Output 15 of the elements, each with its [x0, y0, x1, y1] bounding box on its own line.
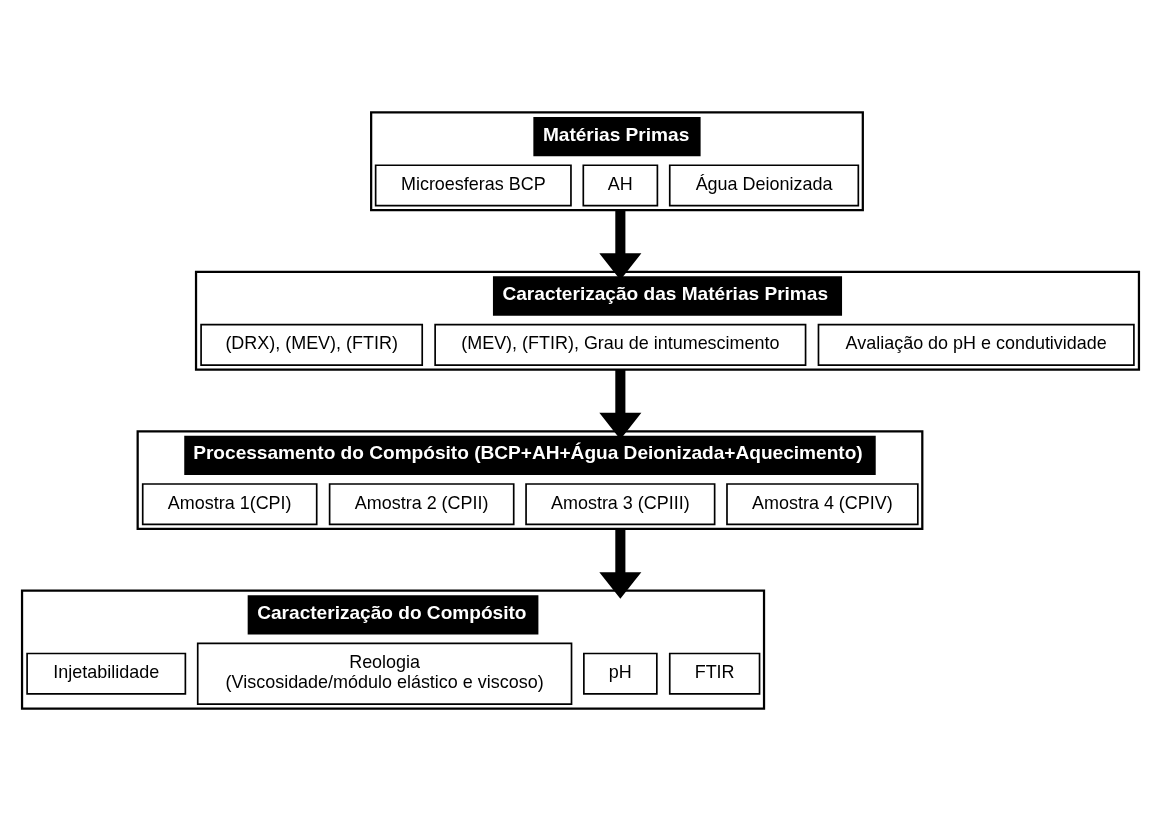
node-box: Água Deionizada	[668, 164, 860, 207]
node-box: (MEV), (FTIR), Grau de intumescimento	[434, 323, 807, 366]
node-box: Amostra 1(CPI)	[141, 483, 318, 526]
node-box: Avaliação do pH e condutividade	[817, 323, 1135, 366]
node-box: (DRX), (MEV), (FTIR)	[200, 323, 424, 366]
node-box: Amostra 4 (CPIV)	[726, 483, 919, 526]
arrow	[599, 528, 642, 599]
node-box: Reologia (Viscosidade/módulo elástico e viscoso)	[196, 642, 573, 705]
node-box: AH	[582, 164, 659, 207]
node-box: Amostra 2 (CPII)	[328, 483, 515, 526]
node-box: FTIR	[668, 652, 761, 695]
node-box: Microesferas BCP	[374, 164, 572, 207]
node-box: Amostra 3 (CPIII)	[525, 483, 716, 526]
node-box: pH	[583, 652, 658, 695]
node-box: Injetabilidade	[26, 652, 187, 695]
